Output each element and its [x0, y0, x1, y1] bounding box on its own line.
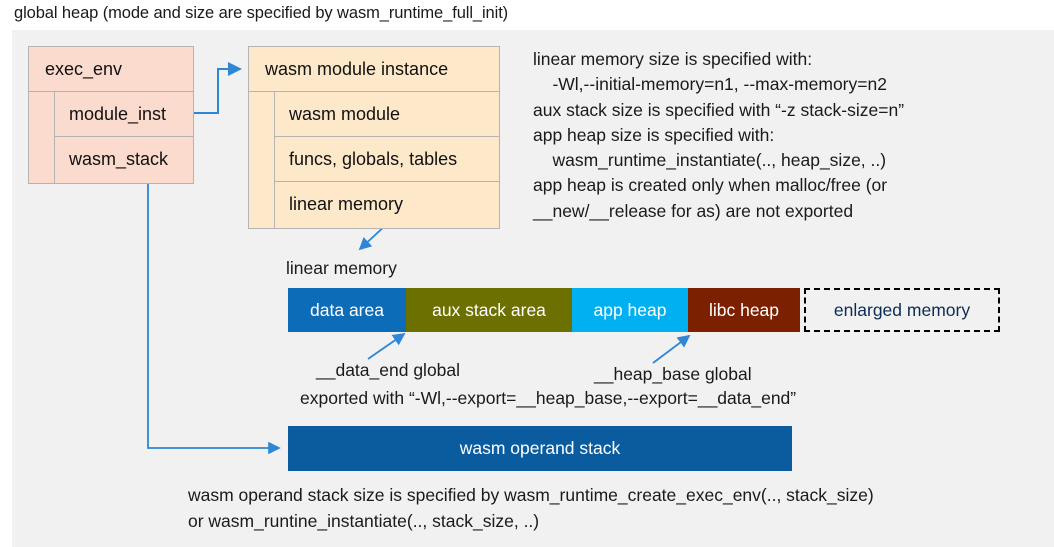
heap-base-annotation: __heap_base global [594, 364, 752, 384]
module-instance-header: wasm module instance [249, 47, 499, 92]
exec-env-header: exec_env [29, 47, 193, 92]
exec-env-gutter [29, 92, 55, 183]
module-instance-body: wasm module funcs, globals, tables linea… [249, 92, 499, 228]
operand-stack-note: wasm operand stack size is specified by … [188, 485, 874, 531]
wasm-operand-stack-label: wasm operand stack [459, 438, 621, 458]
memory-segment-enlarged-memory: enlarged memory [804, 288, 1000, 332]
wasm-module-instance-box: wasm module instance wasm module funcs, … [248, 46, 500, 229]
page-title: global heap (mode and size are specified… [14, 4, 509, 22]
wasm-operand-stack-bar: wasm operand stack [288, 426, 792, 471]
exported-annotation: exported with “-Wl,--export=__heap_base,… [300, 388, 797, 408]
exec-env-rows: module_inst wasm_stack [55, 92, 193, 183]
data-end-annotation: __data_end global [316, 360, 461, 380]
module-instance-rows: wasm module funcs, globals, tables linea… [275, 92, 499, 228]
exec-env-body: module_inst wasm_stack [29, 92, 193, 183]
memory-segment-libc-heap: libc heap [688, 288, 800, 332]
exec-env-row-wasm-stack: wasm_stack [69, 149, 169, 169]
module-instance-row-wasm-module: wasm module [275, 92, 499, 137]
module-instance-gutter [249, 92, 275, 228]
memory-segment-data-area: data area [288, 288, 406, 332]
memory-segment-aux-stack-area: aux stack area [406, 288, 572, 332]
exec-env-row-module-inst: module_inst [55, 92, 193, 137]
module-instance-row-linear-memory: linear memory [289, 194, 404, 214]
linear-memory-note: linear memory size is specified with: -W… [533, 49, 905, 221]
exec-env-box: exec_env module_inst wasm_stack [28, 46, 194, 184]
memory-segment-app-heap: app heap [572, 288, 688, 332]
module-instance-row-funcs-globals-tables: funcs, globals, tables [275, 137, 499, 182]
linear-memory-bar-label: linear memory [286, 258, 397, 278]
